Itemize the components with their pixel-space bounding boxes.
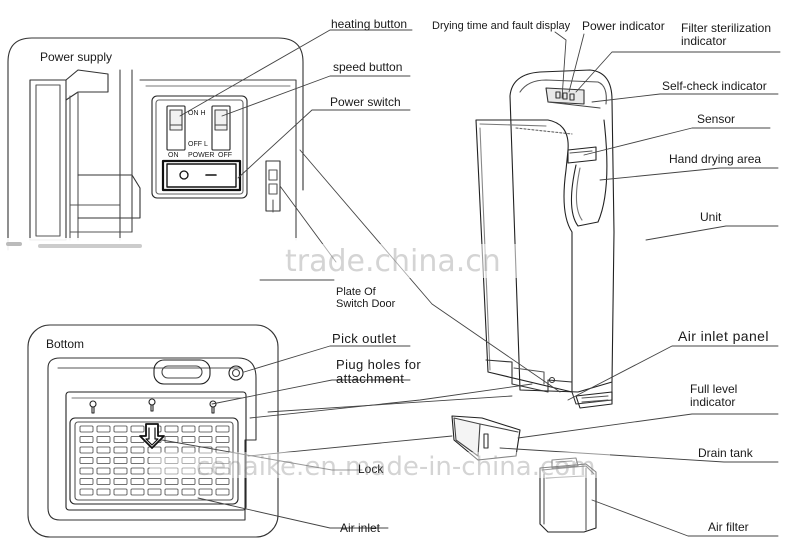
grill-slot	[198, 467, 213, 475]
grill-slot	[79, 436, 94, 443]
grill-slot	[181, 467, 196, 475]
drying-time-display-label: Drying time and fault display	[432, 20, 571, 32]
drain-tank-label: Drain tank	[698, 446, 753, 460]
grill-slot	[79, 488, 94, 496]
grill-slot	[181, 478, 196, 485]
grill-slot	[113, 436, 128, 443]
grill-slot	[130, 457, 145, 464]
grill-slot	[147, 478, 162, 485]
grill-slot	[198, 457, 213, 464]
grill-slot	[113, 488, 128, 496]
self-check-label: Self-check indicator	[662, 79, 767, 93]
grill-slot	[130, 425, 145, 433]
grill-slot	[164, 436, 179, 443]
grill-slot	[181, 488, 196, 496]
grill-slot	[96, 436, 111, 443]
bottom-label: Bottom	[46, 337, 85, 351]
grill-slot	[198, 478, 213, 485]
grill-slot	[181, 425, 196, 433]
sensor-label: Sensor	[697, 112, 736, 126]
grill-slot	[130, 488, 145, 496]
pick-outlet-label: Pick outlet	[332, 331, 397, 346]
grill-slot	[198, 446, 213, 454]
grill-slot	[164, 478, 179, 485]
air-inlet-label: Air inlet	[340, 521, 381, 535]
grill-slot	[181, 457, 196, 464]
grill-slot	[96, 446, 111, 454]
heating-button-label: heating button	[331, 17, 408, 31]
grill-slot	[198, 436, 213, 443]
grill-slot	[147, 488, 162, 496]
grill-slot	[79, 478, 94, 485]
grill-slot	[164, 488, 179, 496]
bottom-detail	[27, 324, 279, 538]
grill-slot	[198, 488, 213, 496]
power-text: POWER	[188, 152, 215, 159]
on-text: ON	[168, 152, 179, 159]
drain-tank	[451, 415, 521, 461]
grill-slot	[181, 436, 196, 443]
grill-slot	[130, 446, 145, 454]
full-level-label: Full level indicator	[690, 382, 738, 409]
grill-slot	[96, 467, 111, 475]
hand-drying-area-label: Hand drying area	[669, 152, 762, 166]
grill-slot	[215, 436, 230, 443]
lock-label: Lock	[358, 462, 384, 476]
grill-slot	[113, 446, 128, 454]
grill-slot	[164, 446, 179, 454]
air-inlet-panel-label: Air inlet panel	[678, 328, 769, 344]
grill-slot	[79, 425, 94, 433]
grill-slot	[147, 457, 162, 464]
air-filter	[539, 457, 597, 533]
power-indicator-label: Power indicator	[582, 19, 665, 33]
grill-slot	[113, 425, 128, 433]
grill-slot	[96, 478, 111, 485]
filter-sterilization-label: Filter sterilization indicator	[681, 21, 772, 48]
grill-slot	[96, 457, 111, 464]
grill-slot	[130, 467, 145, 475]
grill-slot	[113, 467, 128, 475]
plate-of-switch-door-label: Plate Of Switch Door	[336, 286, 396, 310]
grill-slot	[215, 478, 230, 485]
grill-slot	[164, 467, 179, 475]
grill-slot	[164, 457, 179, 464]
grill-slot	[79, 467, 94, 475]
hand-dryer-unit	[475, 69, 615, 409]
grill-slot	[79, 446, 94, 454]
plug-holes-label: Piug holes for attachment	[336, 357, 422, 386]
grill-slot	[113, 478, 128, 485]
grill-slot	[215, 488, 230, 496]
grill-slot	[147, 446, 162, 454]
power-supply-detail	[4, 37, 309, 256]
off-text: OFF	[218, 152, 232, 159]
air-inlet-grill	[79, 425, 230, 496]
grill-slot	[79, 457, 94, 464]
leader-lines	[161, 29, 781, 537]
grill-slot	[181, 446, 196, 454]
power-switch-label: Power switch	[330, 95, 401, 109]
grill-slot	[198, 425, 213, 433]
grill-slot	[215, 457, 230, 464]
grill-slot	[164, 425, 179, 433]
grill-slot	[96, 488, 111, 496]
grill-slot	[215, 446, 230, 454]
grill-slot	[113, 457, 128, 464]
on-h-text: ON H	[188, 110, 206, 117]
speed-button-label: speed button	[333, 60, 403, 74]
air-filter-label: Air filter	[708, 520, 749, 534]
grill-slot	[215, 425, 230, 433]
off-l-text: OFF L	[188, 141, 208, 148]
grill-slot	[147, 467, 162, 475]
power-supply-label: Power supply	[40, 50, 113, 64]
grill-slot	[96, 425, 111, 433]
unit-label: Unit	[700, 210, 722, 224]
grill-slot	[130, 478, 145, 485]
grill-slot	[215, 467, 230, 475]
